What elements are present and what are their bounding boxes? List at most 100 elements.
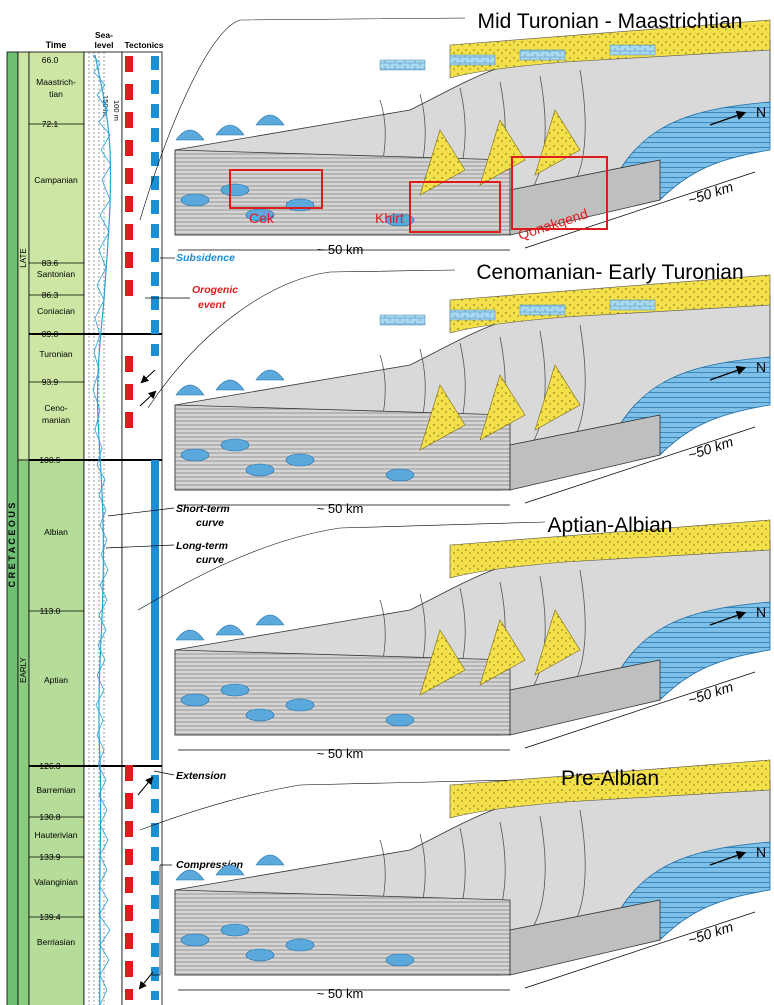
subsidence-dash (151, 919, 159, 933)
subsidence-dash (151, 176, 159, 190)
age-label: 83.6 (42, 258, 59, 268)
age-label: 93.9 (42, 377, 59, 387)
legend-orogenic-1: Orogenic (192, 284, 238, 296)
subsidence-dash (151, 967, 159, 981)
panel-title: Pre-Albian (561, 767, 659, 790)
subsidence-dash (151, 943, 159, 957)
stage-label: Ceno- (44, 403, 67, 413)
legend-long-term-2: curve (196, 554, 224, 566)
orogenic-dash (125, 356, 133, 372)
stage-label: Valanginian (34, 877, 78, 887)
orogenic-dash (125, 849, 133, 865)
carbonate-platform (449, 309, 496, 321)
carbonate-platform (609, 44, 656, 56)
north-arrow-icon (709, 610, 747, 626)
orogenic-dash (125, 140, 133, 156)
scale-label: ~ 50 km (317, 242, 364, 257)
orogenic-dash (125, 412, 133, 428)
tectonics-header: Tectonics (124, 40, 163, 50)
north-arrow-icon (709, 850, 747, 866)
legend: Subsidence Orogenic event Short-term cur… (105, 252, 243, 990)
scale-label: ~ 50 km (317, 501, 364, 516)
subsidence-dash (151, 272, 159, 286)
legend-short-term-1: Short-term (176, 503, 230, 515)
north-arrow-icon (709, 110, 747, 126)
long-term-curve (94, 54, 112, 1005)
subsidence-dash (151, 152, 159, 166)
study-area-box (511, 156, 608, 230)
north-arrow-icon (709, 365, 747, 381)
subsidence-dash (151, 128, 159, 142)
stage-label: manian (42, 415, 70, 425)
sealevel-scale-100: 100 m (112, 100, 121, 121)
orogenic-dash (125, 280, 133, 296)
carbonate-platform (379, 59, 426, 71)
age-label: 130.8 (39, 812, 61, 822)
epoch-early-bar (17, 459, 30, 1005)
stage-label: Barremian (36, 785, 75, 795)
panel-title: Mid Turonian - Maastrichtian (478, 10, 743, 33)
age-label: 100.5 (39, 455, 61, 465)
orogenic-dash (125, 765, 133, 781)
scale-label: ~ 50 km (317, 986, 364, 1001)
stage-label: tian (49, 89, 63, 99)
side-scale-label: ~50 km (686, 433, 735, 463)
legend-subsidence: Subsidence (176, 252, 235, 264)
subsidence-dash (151, 320, 159, 334)
legend-short-term-2: curve (196, 517, 224, 529)
carbonate-platform (379, 314, 426, 326)
orogenic-dash (125, 933, 133, 949)
study-area-label: Cek (249, 210, 275, 226)
orogenic-dash (125, 905, 133, 921)
age-label: 72.1 (42, 119, 59, 129)
side-scale-label: ~50 km (686, 178, 735, 208)
stage-label: Campanian (34, 175, 78, 185)
sealevel-header-1: Sea- (95, 30, 113, 40)
subsidence-dash (151, 80, 159, 94)
orogenic-dash (125, 961, 133, 977)
orogenic-dash (125, 224, 133, 240)
orogenic-dash (125, 793, 133, 809)
side-scale-label: ~50 km (686, 918, 735, 948)
period-label: C R E T A C E O U S (7, 503, 17, 588)
orogenic-dash (125, 252, 133, 268)
orogenic-dash (125, 989, 133, 1000)
carbonate-platform (519, 49, 566, 61)
north-label: N (756, 104, 766, 120)
subsidence-dash (151, 823, 159, 837)
side-scale-label: ~50 km (686, 678, 735, 708)
age-label: 145.0 (39, 1003, 61, 1005)
stage-column-early (28, 459, 85, 1005)
stage-column-late (28, 51, 85, 461)
epoch-early-label: EARLY (19, 657, 28, 683)
age-label: 139.4 (39, 912, 61, 922)
stage-label: Turonian (39, 349, 73, 359)
north-label: N (756, 844, 766, 860)
stratigraphic-column: Time Sea- level Tectonics C R E T A C E … (6, 30, 164, 1005)
stage-label: Aptian (44, 675, 68, 685)
stage-label: Berriasian (37, 937, 76, 947)
subsidence-dash (151, 56, 159, 70)
orogenic-dash (125, 384, 133, 400)
carbonate-platform (609, 299, 656, 311)
carbonate-platform (449, 54, 496, 66)
subsidence-dash (151, 871, 159, 885)
front-face (509, 659, 661, 736)
connector-lines (137, 17, 561, 831)
time-header: Time (46, 40, 67, 50)
stage-label: Maastrich- (36, 77, 76, 87)
north-label: N (756, 604, 766, 620)
age-label: 126.3 (39, 761, 61, 771)
subsidence-dash (151, 200, 159, 214)
short-term-curve (92, 54, 112, 1005)
subsidence-dash (151, 847, 159, 861)
orogenic-dash (125, 56, 133, 72)
subsidence-bar (151, 460, 159, 760)
panel-title: Aptian-Albian (548, 514, 673, 537)
stage-label: Santonian (37, 269, 76, 279)
study-area-box (409, 181, 501, 233)
